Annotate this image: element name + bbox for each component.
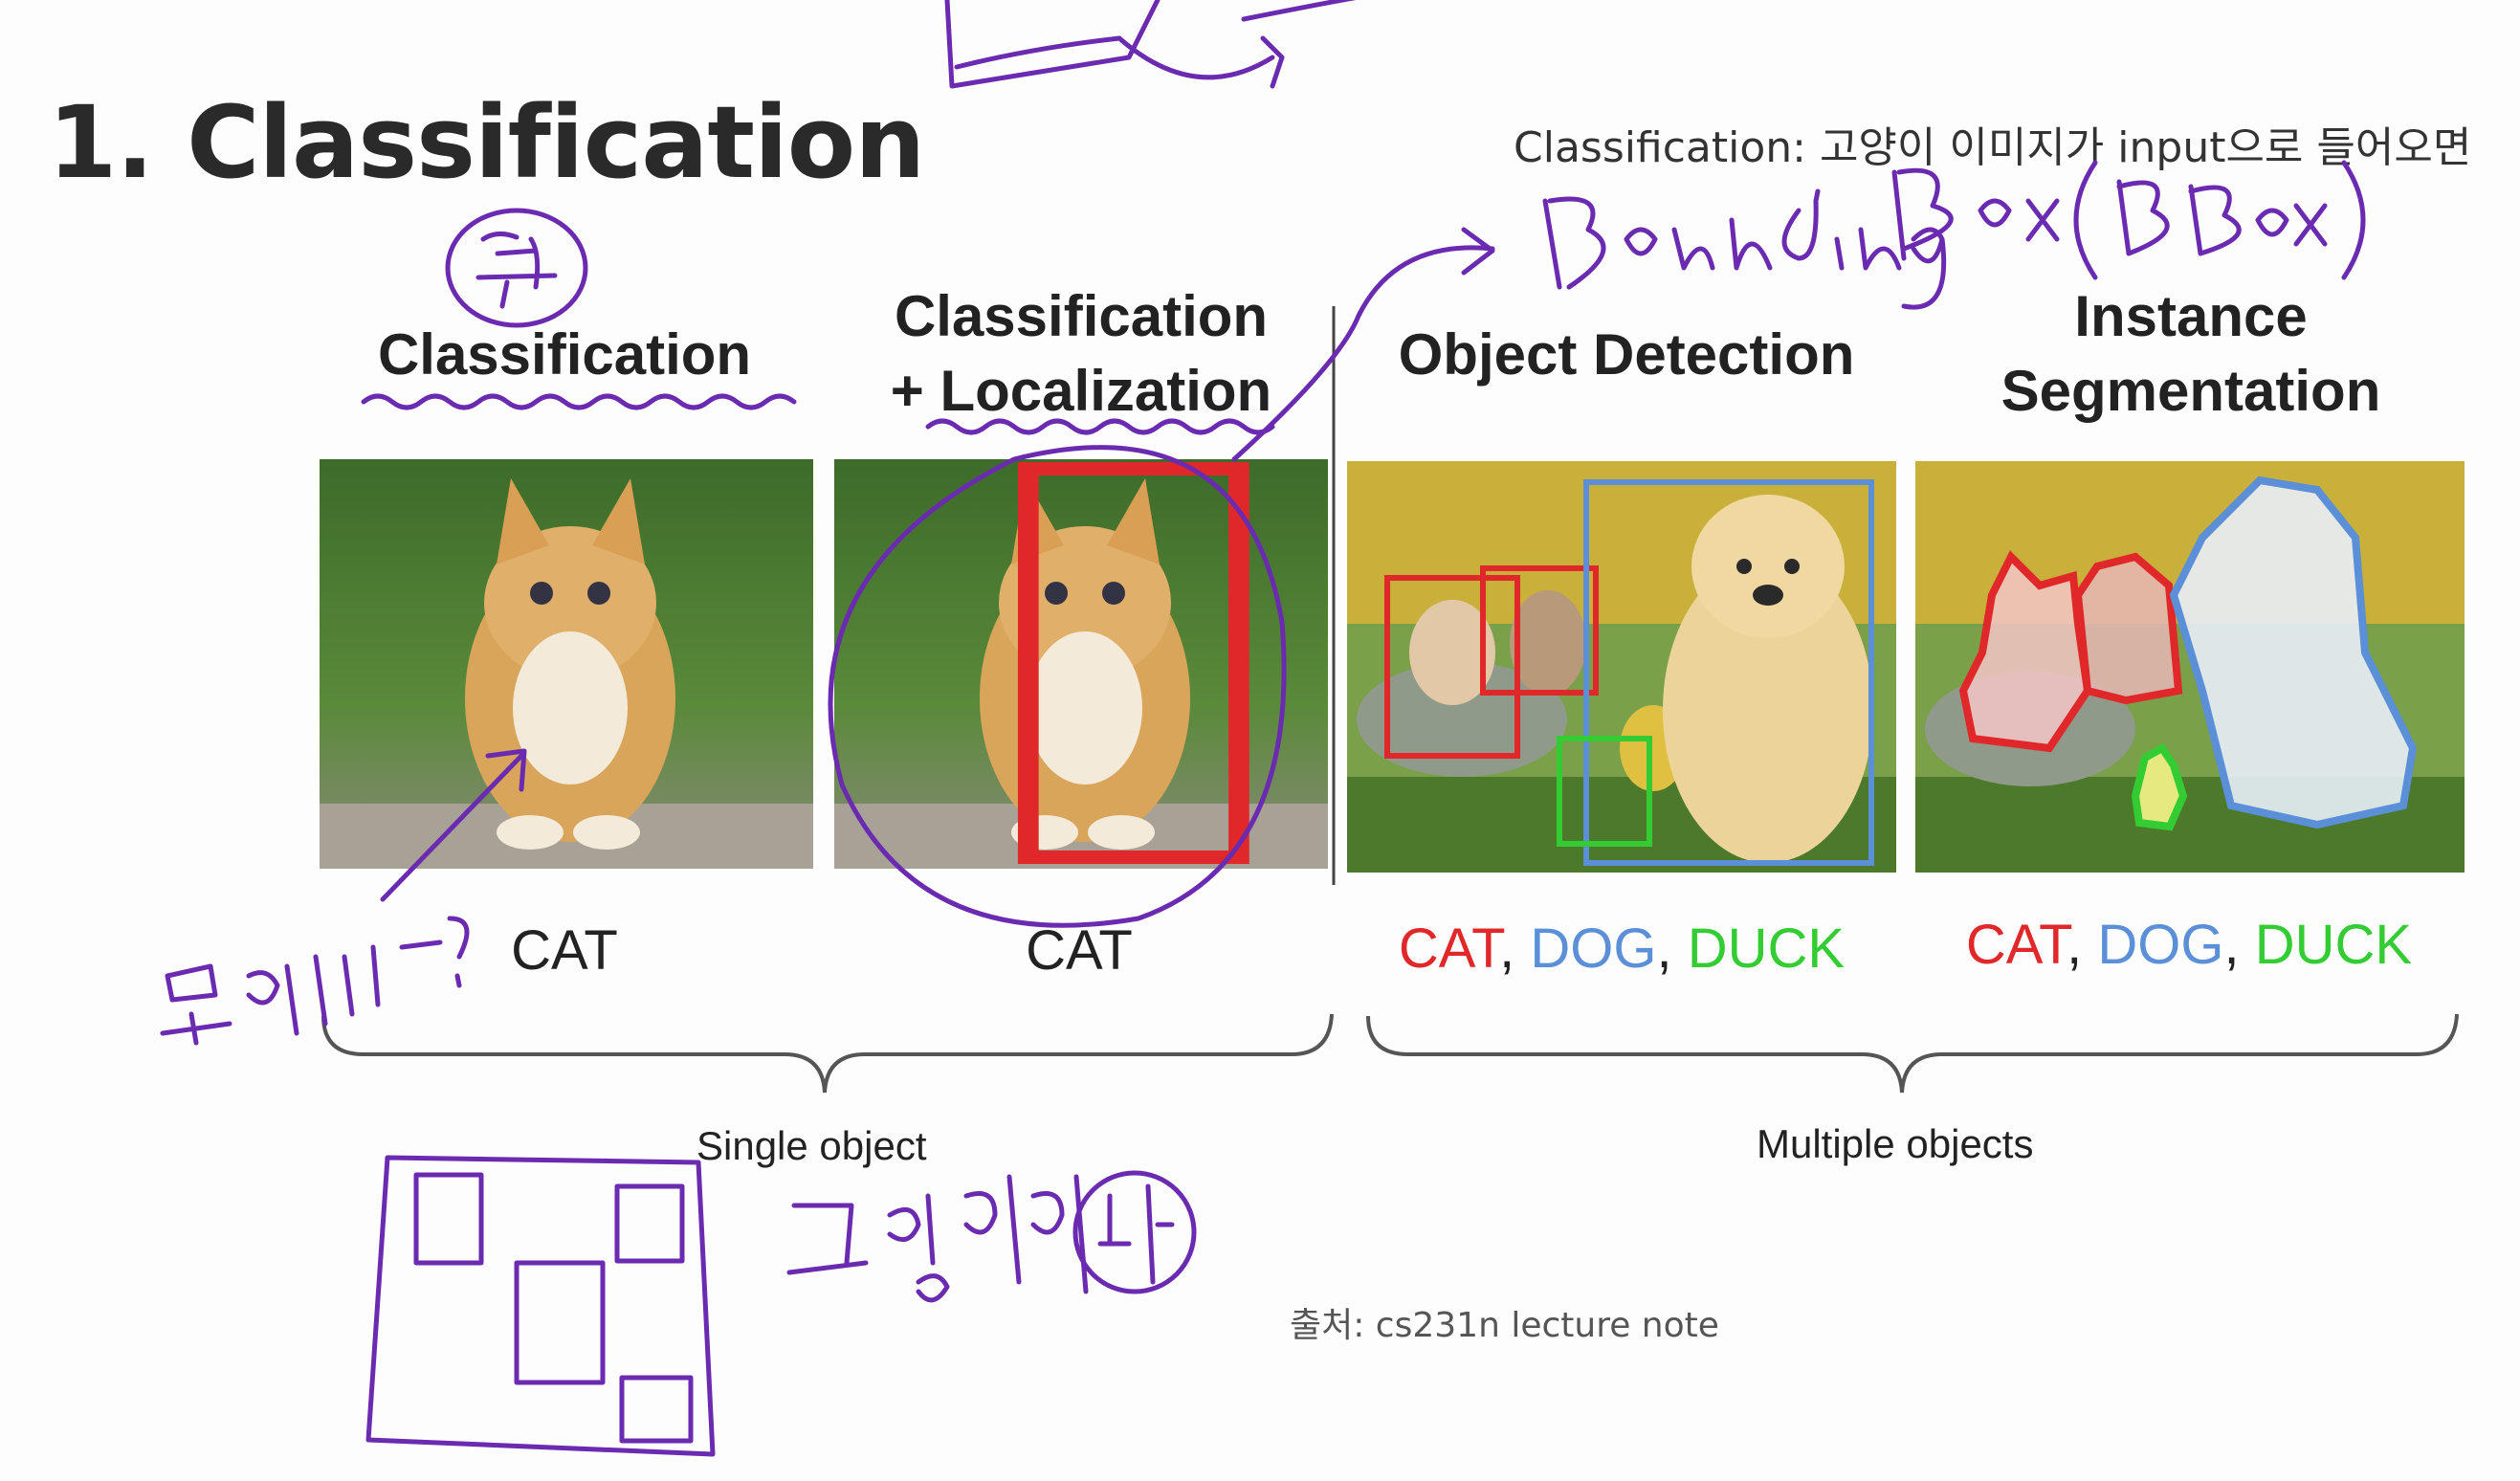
image-instance-segmentation: [1915, 461, 2465, 873]
ink-sketch-square: [619, 1375, 694, 1444]
bbox-cat-2: [1480, 565, 1599, 696]
ink-sketch-square: [514, 1260, 606, 1385]
label-multi-detection: CAT, DOG, DUCK: [1349, 917, 1894, 981]
task-title-object-detection: Object Detection: [1398, 322, 1855, 387]
label-dog: DOG: [2097, 914, 2224, 976]
label-cat-2: CAT: [1026, 919, 1133, 982]
ink-sketch-square: [413, 1172, 484, 1266]
source-citation: 출처: cs231n lecture note: [1290, 1306, 1719, 1345]
cat-picture: [834, 459, 1328, 869]
label-cat-1: CAT: [511, 919, 618, 982]
label-duck: DUCK: [1687, 917, 1846, 980]
label-multi-segmentation: CAT, DOG, DUCK: [1913, 913, 2465, 977]
ink-wavy-underline: [361, 393, 797, 410]
ink-paren-bbox: [2073, 160, 2366, 280]
label-cat: CAT: [1965, 914, 2067, 976]
bbox-duck: [1557, 736, 1652, 847]
task-title-classification-localization: Classification + Localization: [890, 284, 1272, 423]
label-sep: ,: [2067, 914, 2098, 976]
pets-segmented-picture: [1915, 461, 2465, 873]
cat-picture: [320, 459, 813, 869]
slide-title: 1. Classification: [48, 84, 925, 201]
image-cat-classification: [320, 459, 813, 869]
task-title-instance-segmentation: Instance Segmentation: [2001, 284, 2381, 423]
mask-cat-2: [2073, 552, 2183, 705]
label-sep: ,: [1499, 917, 1531, 980]
task-title-classification: Classification: [377, 322, 752, 387]
image-object-detection: [1347, 461, 1896, 873]
bbox-dog: [1583, 479, 1874, 866]
ink-top-scribble: [944, 0, 1357, 89]
ink-circle-bunryu: [445, 208, 588, 328]
image-cat-localization: [834, 459, 1328, 869]
label-duck: DUCK: [2254, 914, 2413, 976]
bbox-cat-1: [1384, 575, 1520, 759]
brace-single-object: [321, 1013, 1334, 1094]
ink-sketch-box: [365, 1155, 716, 1457]
label-cat: CAT: [1398, 917, 1500, 980]
pets-picture: [1347, 461, 1896, 873]
ink-circle-location: [1072, 1170, 1197, 1294]
label-sep: ,: [2223, 914, 2255, 976]
group-label-single: Single object: [696, 1123, 927, 1168]
label-sep: ,: [1656, 917, 1688, 980]
brace-multiple-objects: [1366, 1013, 2459, 1094]
label-dog: DOG: [1530, 917, 1657, 980]
mask-dog: [2169, 475, 2418, 829]
group-label-multiple: Multiple objects: [1757, 1121, 2034, 1166]
ink-sketch-square: [614, 1183, 685, 1264]
ink-text-location: [786, 1174, 1089, 1303]
mask-duck: [2131, 742, 2188, 831]
top-note: Classification: 고양이 이미지가 input으로 들어오면: [1514, 123, 2472, 172]
